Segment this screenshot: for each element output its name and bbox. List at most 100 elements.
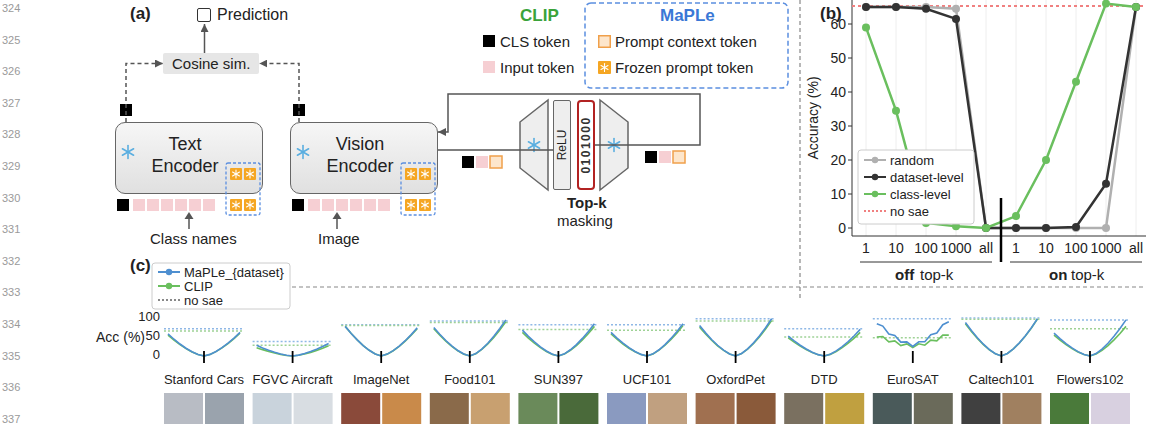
- panel-separator: [292, 286, 1146, 287]
- legend-row: no sae: [864, 202, 929, 220]
- input-token: [203, 199, 215, 211]
- legend-heading: MaPLe: [660, 6, 715, 26]
- no-sae-line: [784, 328, 864, 330]
- legend-sample: [864, 206, 886, 216]
- series-point: [862, 3, 870, 11]
- group-label: off: [895, 266, 914, 283]
- line-number: 335: [2, 350, 20, 363]
- legend-text: Input token: [500, 59, 574, 76]
- dataset-name: ImageNet: [353, 373, 409, 388]
- input-label: Class names: [150, 230, 237, 247]
- encoder-box: Vision Encoder: [290, 122, 438, 194]
- no-sae-line: [518, 329, 598, 331]
- group-separator: [1000, 198, 1003, 262]
- input-token: [189, 199, 201, 211]
- panel-separator: [799, 0, 800, 300]
- series-point: [982, 224, 990, 232]
- node-label: Prediction: [217, 6, 288, 24]
- sample-photo: [559, 393, 598, 424]
- node-label: Cosine sim.: [172, 55, 250, 72]
- series-point: [952, 5, 960, 13]
- legend-row: Frozen prompt token: [598, 58, 753, 76]
- series-line: [700, 319, 772, 356]
- no-sae-line: [341, 324, 421, 326]
- center-tick: [469, 351, 471, 363]
- legend-text: random: [890, 153, 934, 168]
- legend-row: Input token: [483, 58, 574, 76]
- tick-label: all: [979, 240, 993, 256]
- center-tick: [646, 351, 648, 363]
- legend-box: [858, 150, 974, 224]
- panel-letter: (c): [130, 256, 151, 276]
- legend-text: Frozen prompt token: [615, 59, 753, 76]
- input-token: [378, 199, 390, 211]
- dataset-name: Food101: [444, 373, 495, 388]
- legend-text: dataset-level: [890, 170, 964, 185]
- no-sae-line: [1050, 328, 1130, 330]
- legend-heading: CLIP: [520, 6, 559, 26]
- figure-part: [1106, 0, 1107, 236]
- cls-token: [645, 151, 657, 163]
- frozen-prompt-token: [419, 168, 431, 180]
- text-holder: Vision Encoder: [315, 133, 405, 177]
- no-sae-line: [961, 318, 1041, 320]
- tick-label: all: [1129, 240, 1143, 256]
- figure-part: [848, 194, 852, 195]
- frozen-icon: [601, 63, 608, 71]
- center-tick: [1001, 351, 1003, 363]
- legend-sample: [864, 189, 886, 199]
- tick-label: 10: [1038, 240, 1054, 256]
- sae-label: Top-k: [567, 194, 607, 211]
- tick-label: 50: [146, 329, 160, 344]
- series-line: [866, 4, 1136, 228]
- series-point: [922, 5, 930, 13]
- legend-text: CLIP: [184, 279, 213, 294]
- dataset-name: Caltech101: [969, 373, 1035, 388]
- sample-photo: [164, 393, 203, 424]
- tick-label: 0: [838, 220, 846, 236]
- group-rule: [860, 262, 992, 263]
- activation-box: ReLU: [553, 100, 571, 190]
- frozen-icon: [122, 145, 133, 158]
- connector: [126, 64, 163, 123]
- series-point: [1132, 3, 1140, 11]
- sample-photo: [1002, 393, 1041, 424]
- tick-label: 20: [830, 152, 846, 168]
- tick-label: 50: [830, 50, 846, 66]
- frozen-icon: [232, 201, 239, 209]
- legend-text: MaPLe_{dataset}: [184, 265, 284, 280]
- tick-label: 60: [830, 16, 846, 32]
- figure-part: [848, 228, 852, 229]
- frozen-icon: [246, 201, 253, 209]
- sample-photo: [518, 393, 557, 424]
- sample-photo: [1091, 393, 1130, 424]
- series-point: [1102, 224, 1110, 232]
- sample-photo: [382, 393, 421, 424]
- series-line: [434, 320, 506, 356]
- tick-label: 1: [862, 240, 870, 256]
- no-sae-line: [696, 320, 776, 322]
- mini-charts: [164, 318, 1130, 424]
- connector: [204, 24, 206, 53]
- sample-photo: [430, 393, 469, 424]
- frozen-icon: [421, 201, 428, 209]
- frozen-icon: [246, 170, 253, 178]
- frozen-prompt-token: [244, 168, 256, 180]
- sample-photo: [784, 393, 823, 424]
- no-sae-line: [696, 318, 776, 320]
- series-point: [982, 224, 990, 232]
- input-token: [161, 199, 173, 211]
- series-point: [1102, 180, 1110, 188]
- center-tick: [823, 351, 825, 363]
- input-token: [364, 199, 376, 211]
- line-number: 325: [2, 34, 20, 47]
- sample-photo: [607, 393, 646, 424]
- legend-marker: [872, 191, 878, 197]
- input-token: [308, 199, 320, 211]
- legend-box: [152, 263, 290, 309]
- no-sae-line: [341, 325, 421, 327]
- text-holder: ReLU: [555, 130, 569, 161]
- code-box: 0101000: [577, 100, 595, 190]
- group-rule: [1010, 262, 1142, 263]
- frozen-prompt-token: [230, 199, 242, 211]
